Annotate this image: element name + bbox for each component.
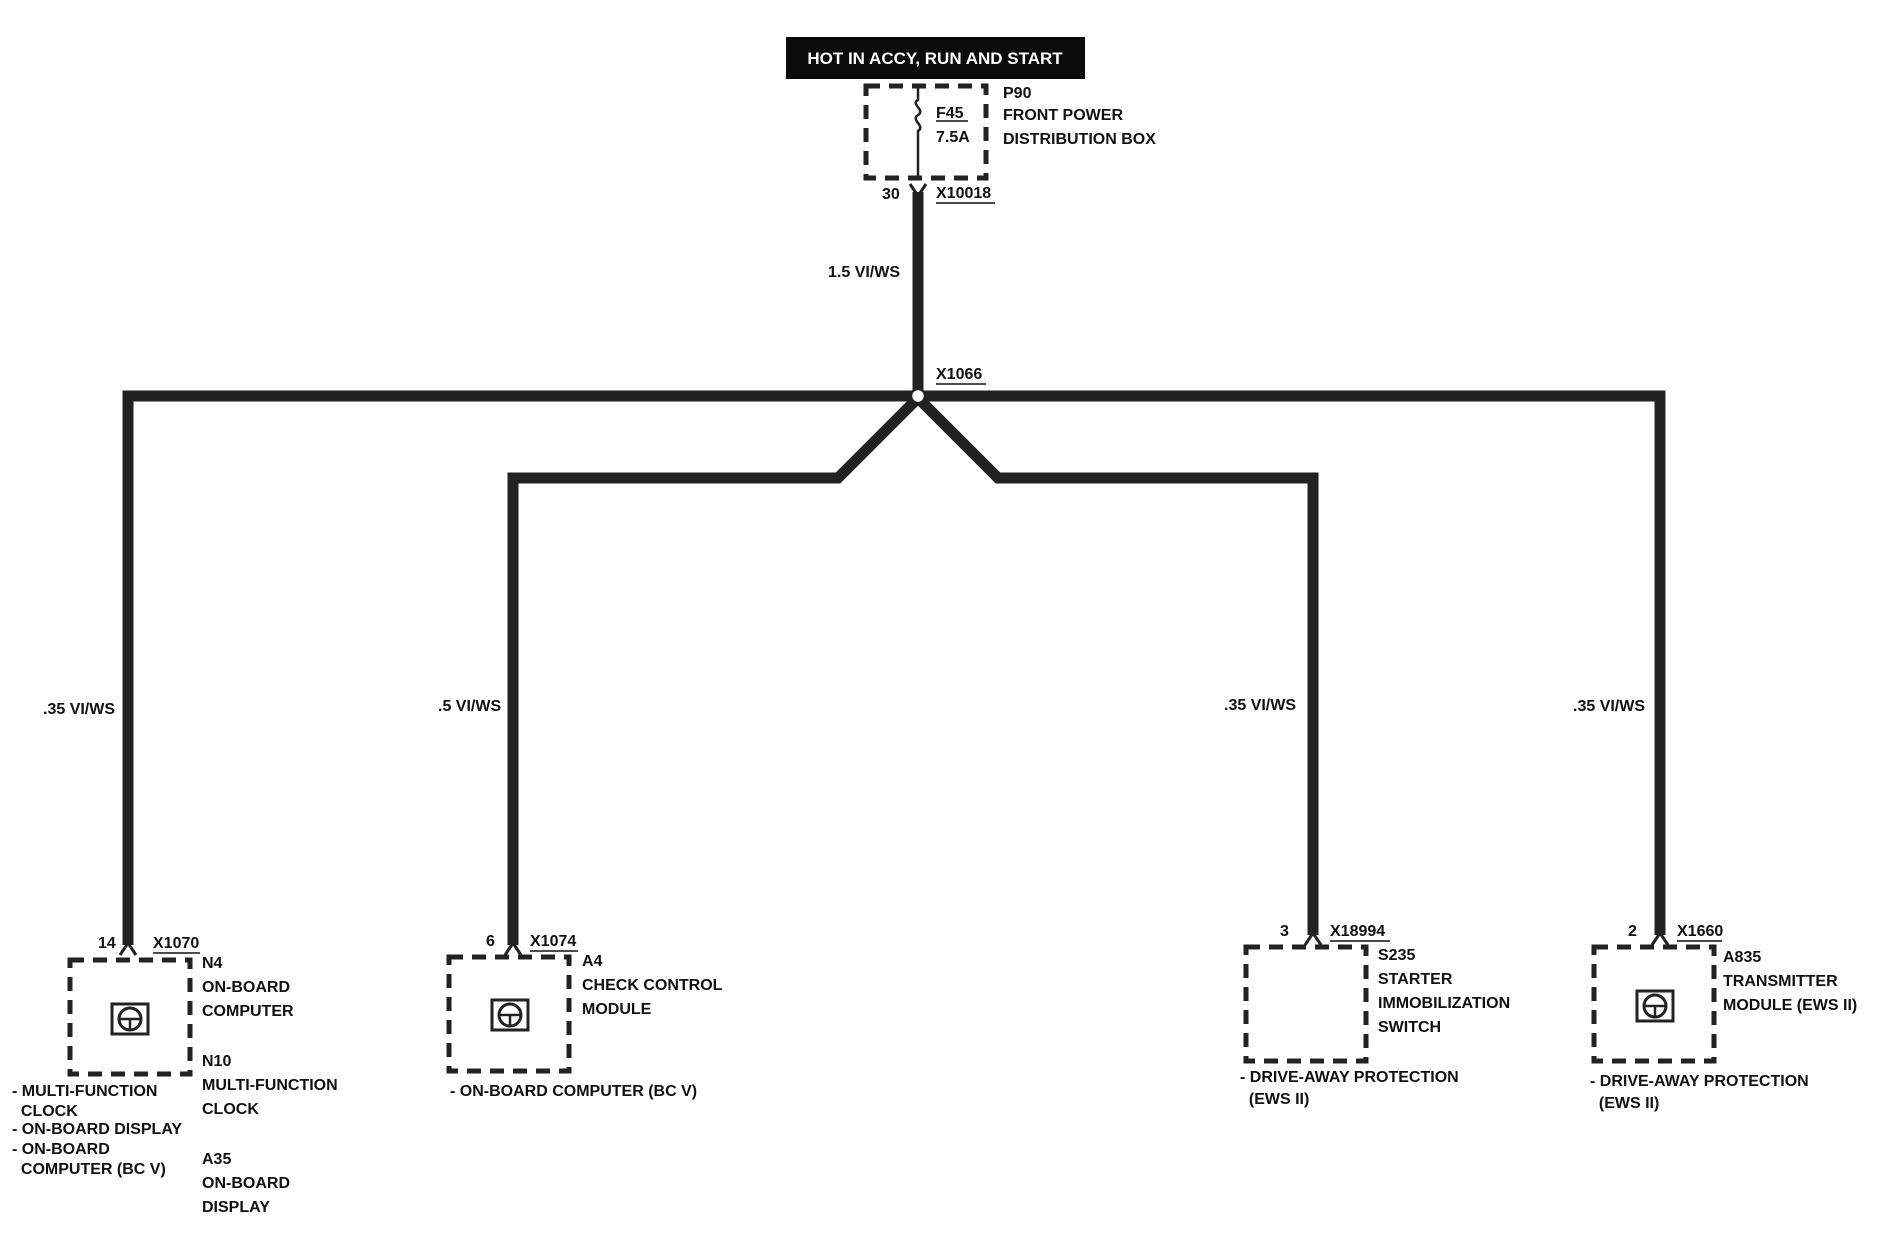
connector-2: X1074 <box>530 933 576 950</box>
wire-label-1: .35 VI/WS <box>43 701 115 718</box>
note-3-line-1: - DRIVE-AWAY PROTECTION <box>1240 1069 1459 1086</box>
component-3-line-4: SWITCH <box>1378 1019 1441 1036</box>
component-1-line-7: A35 <box>202 1151 231 1168</box>
power-source-banner: HOT IN ACCY, RUN AND START <box>786 37 1085 79</box>
connector-arrow-icon <box>503 940 523 956</box>
component-a4: 6 X1074 A4 CHECK CONTROL MODULE - ON-BOA… <box>446 933 723 1100</box>
component-3-line-1: S235 <box>1378 947 1415 964</box>
component-1-line-4: N10 <box>202 1053 231 1070</box>
steering-wheel-icon <box>490 998 530 1032</box>
branch-wire-3 <box>914 394 1319 935</box>
note-3-line-2: (EWS II) <box>1240 1091 1309 1108</box>
fuse-box-name-1: FRONT POWER <box>1003 107 1123 124</box>
component-2-line-1: A4 <box>582 953 603 970</box>
component-4-line-1: A835 <box>1723 949 1761 966</box>
connector-arrow-icon <box>1303 930 1323 946</box>
component-1-line-3: COMPUTER <box>202 1003 294 1020</box>
note-4-line-1: - DRIVE-AWAY PROTECTION <box>1590 1073 1809 1090</box>
component-a835: 2 X1660 A835 TRANSMITTER MODULE (EWS II)… <box>1590 923 1857 1112</box>
connector-4: X1660 <box>1677 923 1723 940</box>
note-1-line-5: COMPUTER (BC V) <box>12 1161 166 1178</box>
pin-number-3: 3 <box>1280 923 1289 940</box>
component-1-line-8: ON-BOARD <box>202 1175 290 1192</box>
component-2-line-3: MODULE <box>582 1001 652 1018</box>
component-n4: 14 X1070 N4 ON-BOARD COMPUTER N10 MULTI-… <box>12 935 338 1216</box>
fuse-rating: 7.5A <box>936 129 970 146</box>
fuse-box-code: P90 <box>1003 85 1032 102</box>
connector-3: X18994 <box>1330 923 1385 940</box>
main-wire-label: 1.5 VI/WS <box>828 264 900 281</box>
pin-number-2: 6 <box>486 933 495 950</box>
pin-number-4: 2 <box>1628 923 1637 940</box>
splice-node-icon <box>909 387 927 405</box>
component-s235: 3 X18994 S235 STARTER IMMOBILIZATION SWI… <box>1240 923 1510 1108</box>
component-2-line-2: CHECK CONTROL <box>582 977 723 994</box>
branch-wire-2 <box>507 394 922 945</box>
component-3-line-3: IMMOBILIZATION <box>1378 995 1510 1012</box>
component-4-line-2: TRANSMITTER <box>1723 973 1838 990</box>
note-1-line-4: - ON-BOARD <box>12 1141 110 1158</box>
fuse-connector: X10018 <box>936 185 991 202</box>
steering-wheel-icon <box>110 1002 150 1036</box>
fuse-box: F45 7.5A P90 FRONT POWER DISTRIBUTION BO… <box>863 83 1156 181</box>
steering-wheel-icon <box>1635 989 1675 1023</box>
fuse-id: F45 <box>936 105 964 122</box>
fuse-box-name-2: DISTRIBUTION BOX <box>1003 131 1156 148</box>
component-1-line-6: CLOCK <box>202 1101 259 1118</box>
note-1-line-3: - ON-BOARD DISPLAY <box>12 1121 182 1138</box>
connector-arrow-icon <box>1650 930 1670 946</box>
connector-arrow-icon <box>118 940 138 956</box>
component-4-line-3: MODULE (EWS II) <box>1723 997 1857 1014</box>
wire-label-3: .35 VI/WS <box>1224 697 1296 714</box>
component-1-line-2: ON-BOARD <box>202 979 290 996</box>
fuse-pin-number: 30 <box>882 186 900 203</box>
component-1-line-5: MULTI-FUNCTION <box>202 1077 338 1094</box>
pin-number-1: 14 <box>98 935 116 952</box>
component-1-line-9: DISPLAY <box>202 1199 270 1216</box>
component-1-line-1: N4 <box>202 955 223 972</box>
connector-1: X1070 <box>153 935 199 952</box>
component-3-line-2: STARTER <box>1378 971 1453 988</box>
fuse-icon <box>914 86 922 178</box>
splice-label: X1066 <box>936 366 982 383</box>
wire-label-2: .5 VI/WS <box>438 698 501 715</box>
note-4-line-2: (EWS II) <box>1590 1095 1659 1112</box>
note-1-line-2: CLOCK <box>12 1103 78 1120</box>
note-1-line-1: - MULTI-FUNCTION <box>12 1083 157 1100</box>
power-source-label: HOT IN ACCY, RUN AND START <box>807 49 1063 68</box>
wire-label-4: .35 VI/WS <box>1573 698 1645 715</box>
note-2-line-1: - ON-BOARD COMPUTER (BC V) <box>450 1083 697 1100</box>
bus-outer-wire <box>122 390 1666 945</box>
